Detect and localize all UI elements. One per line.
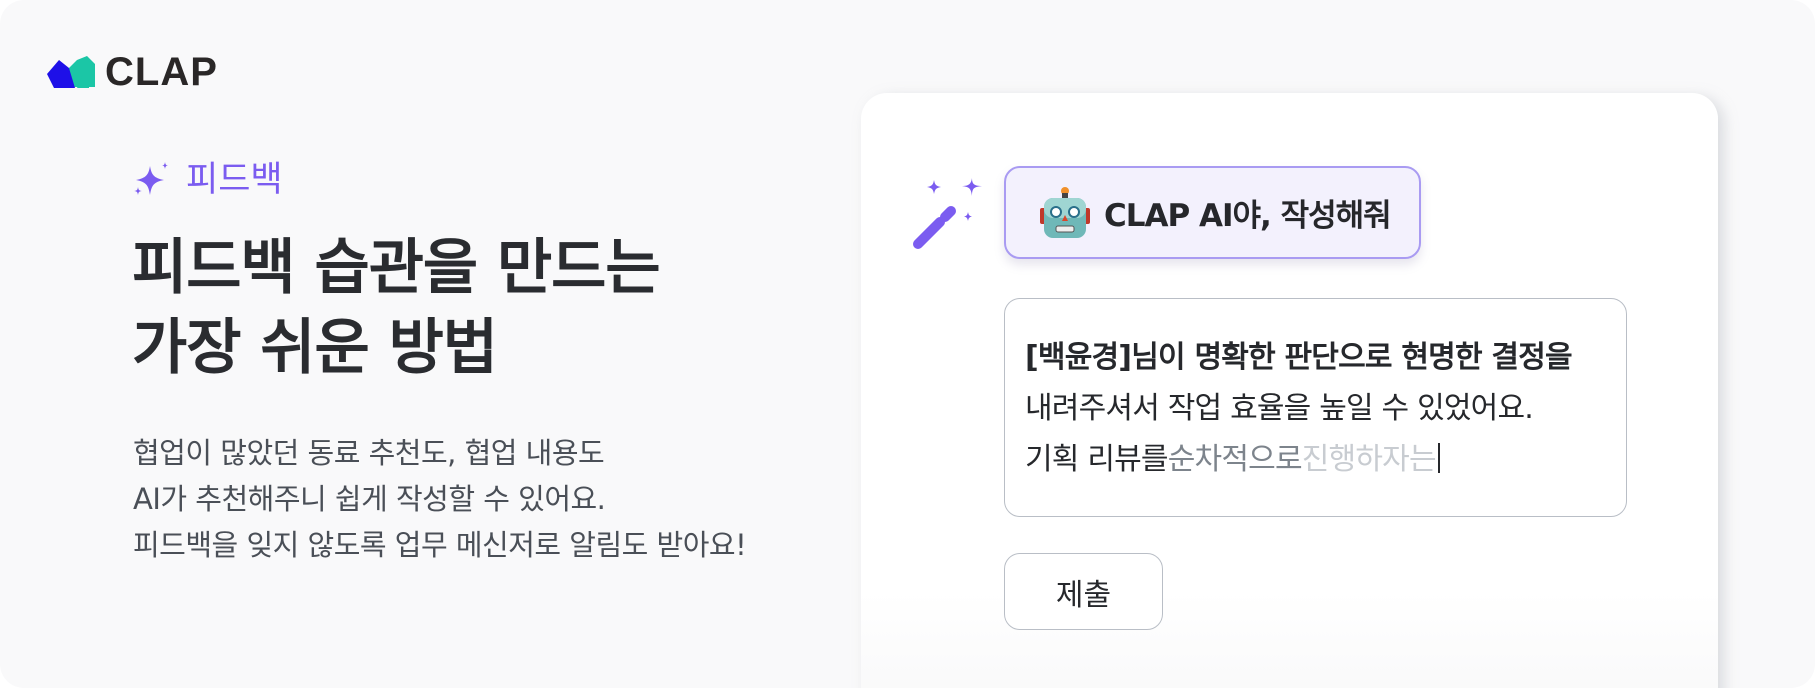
ai-write-button[interactable]: CLAP AI야, 작성해줘: [1004, 166, 1421, 259]
textarea-line-2: 내려주셔서 작업 효율을 높일 수 있었어요.: [1025, 391, 1534, 426]
description: 협업이 많았던 동료 추천도, 협업 내용도 AI가 추천해주니 쉽게 작성할 …: [133, 430, 747, 568]
textarea-line-1: [백윤경]님이 명확한 판단으로 현명한 결정을: [1025, 340, 1573, 375]
feedback-textarea[interactable]: [백윤경]님이 명확한 판단으로 현명한 결정을 내려주셔서 작업 효율을 높일…: [1004, 298, 1627, 517]
typed-text: 기획 리뷰를: [1025, 442, 1169, 477]
clap-logo[interactable]: CLAP: [47, 52, 218, 92]
text-caret: [1437, 443, 1440, 473]
headline: 피드백 습관을 만드는 가장 쉬운 방법: [132, 228, 661, 388]
submit-button[interactable]: 제출: [1004, 553, 1163, 630]
sparkle-icon: [134, 162, 170, 198]
headline-line-2: 가장 쉬운 방법: [132, 313, 498, 383]
headline-line-1: 피드백 습관을 만드는: [132, 233, 661, 303]
section-tag-label: 피드백: [186, 160, 283, 200]
clap-logo-icon: [47, 54, 97, 90]
ai-suggestion-text: 순차적으로: [1167, 442, 1303, 477]
description-line-1: 협업이 많았던 동료 추천도, 협업 내용도: [133, 436, 605, 470]
feedback-card: CLAP AI야, 작성해줘 [백윤경]님이 명확한 판단으로 현명한 결정을 …: [861, 93, 1718, 688]
section-tag: 피드백: [134, 160, 283, 200]
robot-icon: [1040, 186, 1090, 240]
magic-wand-icon: [910, 178, 984, 252]
ai-suggestion-faded-text: 진행하자는: [1301, 442, 1437, 477]
ai-write-button-label: CLAP AI야, 작성해줘: [1104, 198, 1392, 234]
description-line-2: AI가 추천해주니 쉽게 작성할 수 있어요.: [133, 482, 606, 516]
textarea-line-3: 기획 리뷰를순차적으로진행하자는: [1025, 434, 1626, 485]
description-line-3: 피드백을 잊지 않도록 업무 메신저로 알림도 받아요!: [133, 528, 747, 562]
clap-logo-text: CLAP: [105, 50, 218, 94]
